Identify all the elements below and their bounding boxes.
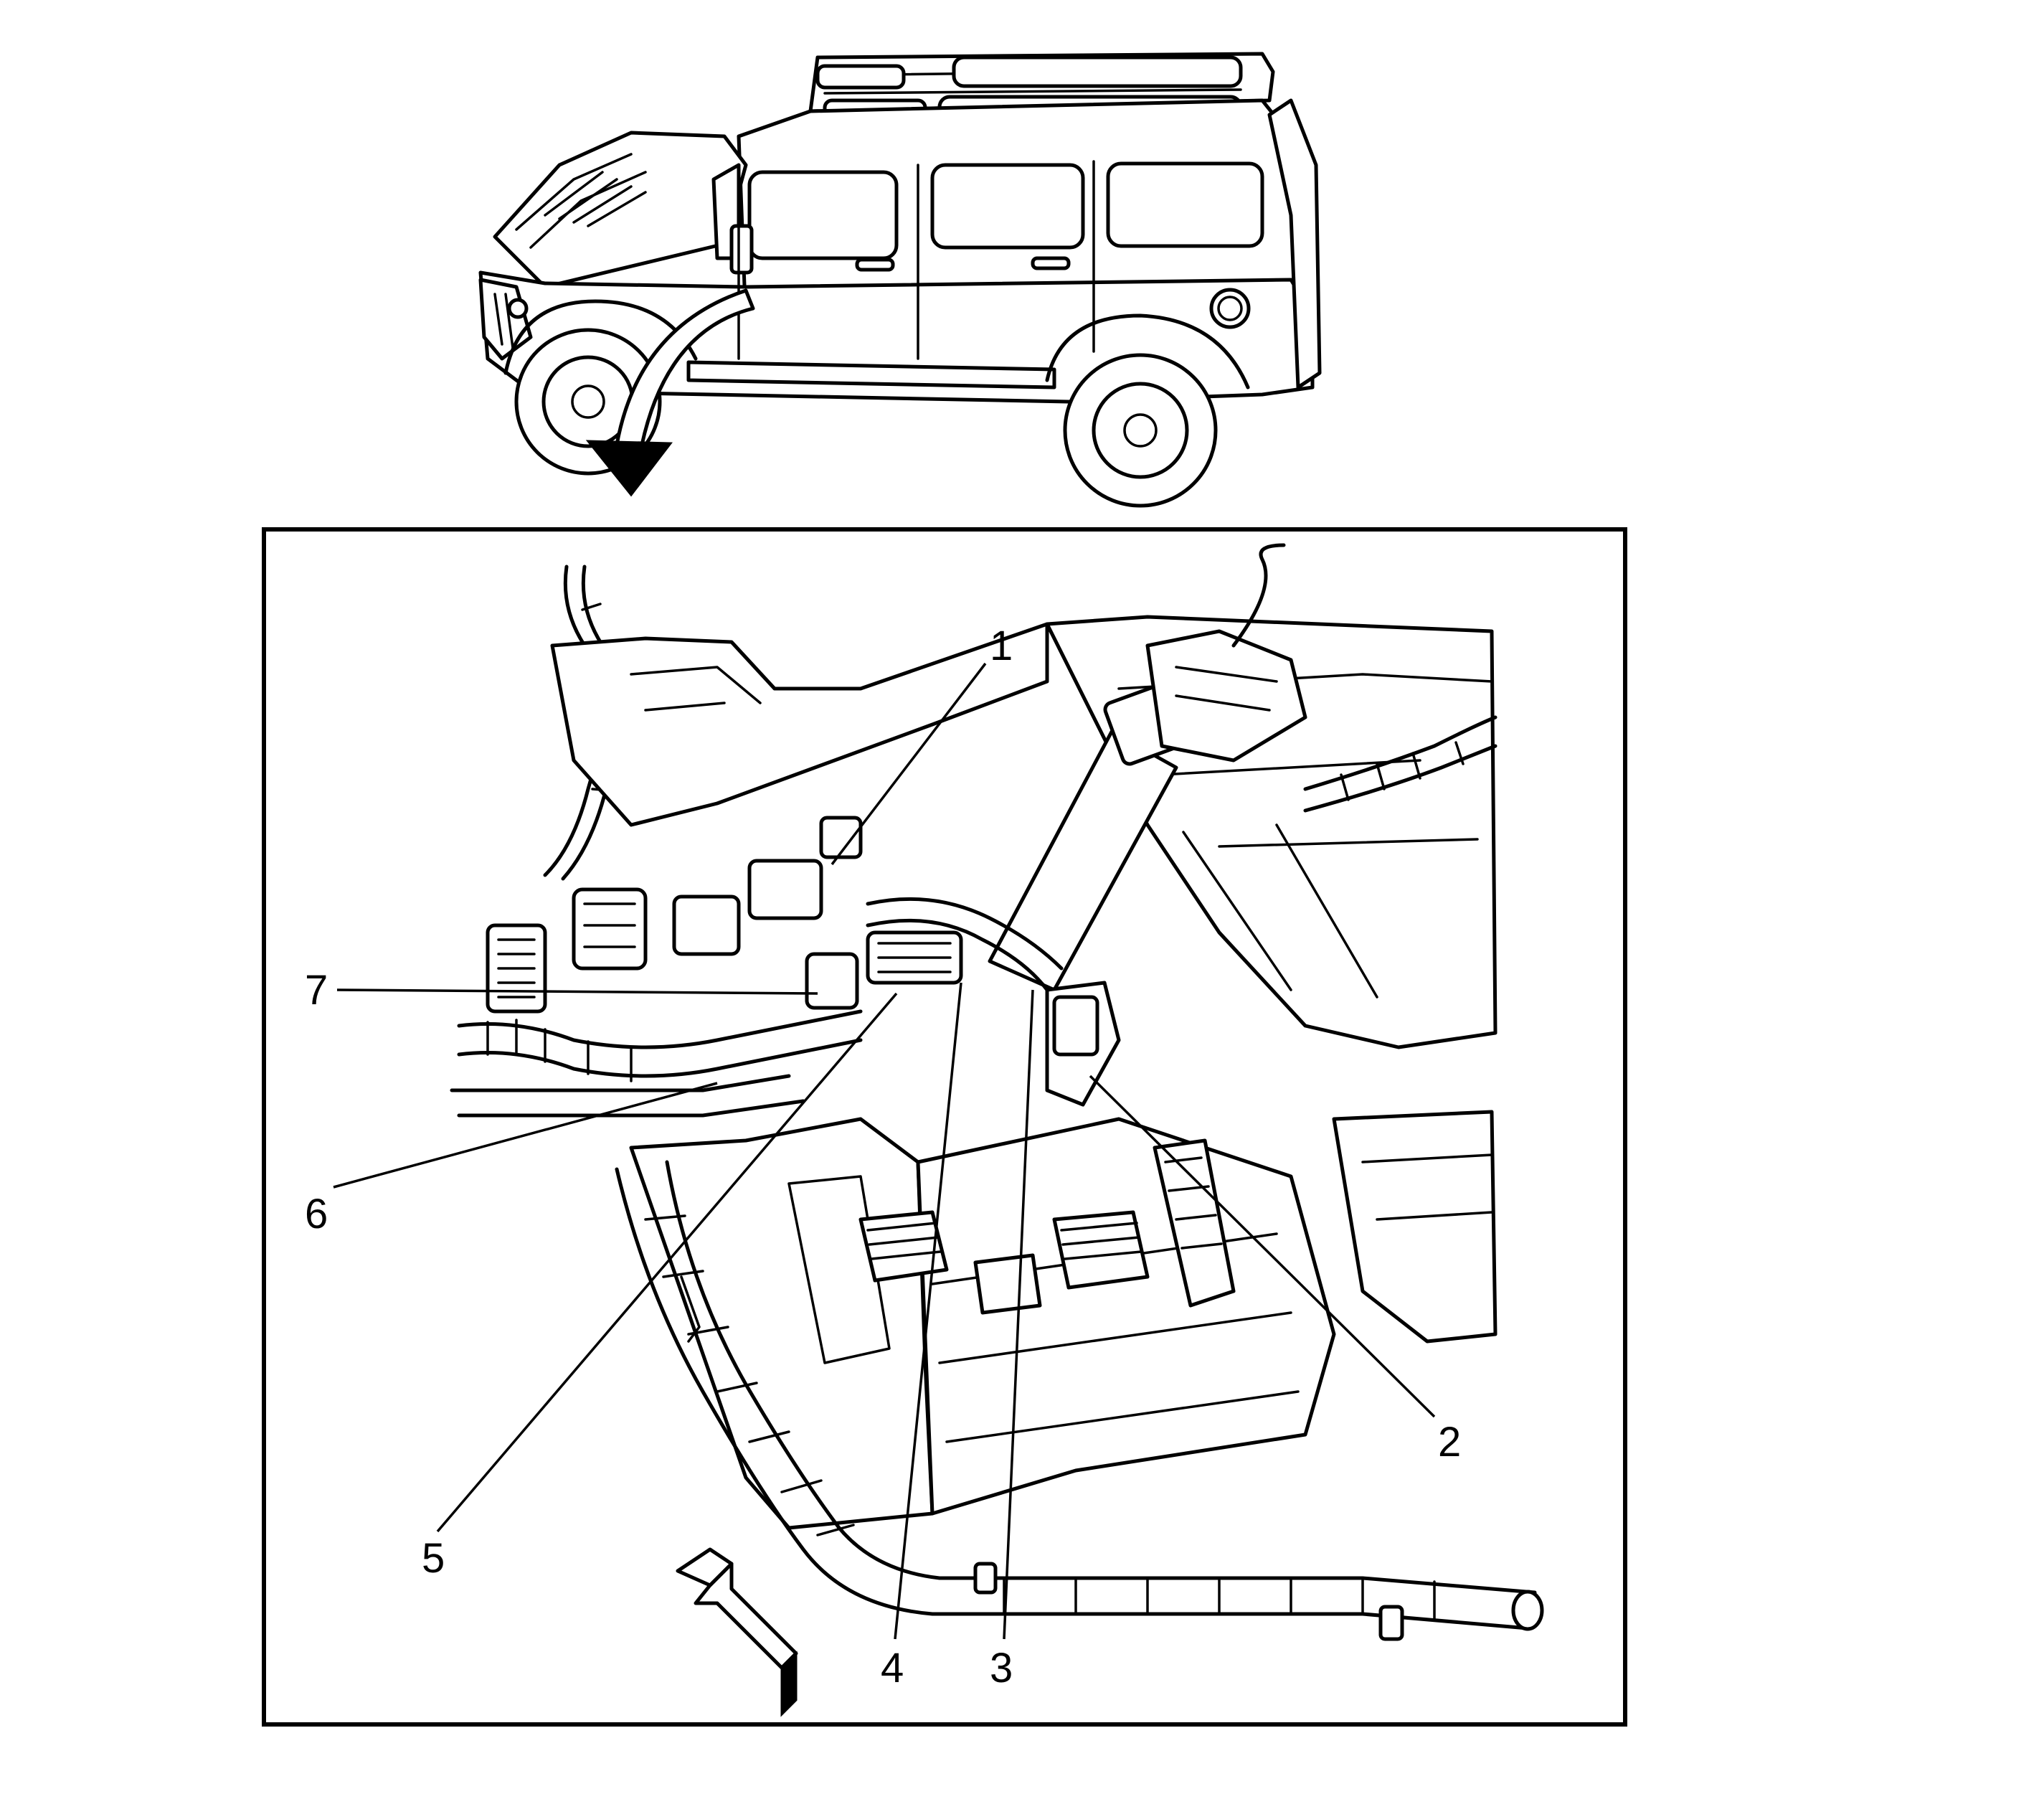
leader-5 xyxy=(436,992,898,1533)
forward-arrow-icon xyxy=(676,1547,798,1717)
callout-5: 5 xyxy=(422,1535,445,1582)
callout-4: 4 xyxy=(881,1645,904,1691)
detail-view-frame xyxy=(262,527,1627,1727)
leader-4 xyxy=(894,982,962,1640)
callout-2: 2 xyxy=(1438,1419,1461,1465)
leader-1 xyxy=(831,662,987,866)
callout-1: 1 xyxy=(990,623,1013,669)
leader-3 xyxy=(1003,989,1034,1640)
leader-6 xyxy=(333,1082,718,1189)
vehicle-icon xyxy=(478,52,1322,508)
leader-2 xyxy=(1089,1075,1436,1418)
leader-7 xyxy=(336,988,818,995)
callout-6: 6 xyxy=(305,1191,328,1237)
callout-leaders xyxy=(333,662,1436,1640)
callout-7: 7 xyxy=(305,967,328,1014)
curved-arrow-icon xyxy=(585,288,755,497)
callout-3: 3 xyxy=(990,1645,1013,1691)
callout-labels: 1 2 3 4 5 6 7 xyxy=(305,623,1461,1691)
instrument-panel-illustration xyxy=(450,543,1544,1641)
